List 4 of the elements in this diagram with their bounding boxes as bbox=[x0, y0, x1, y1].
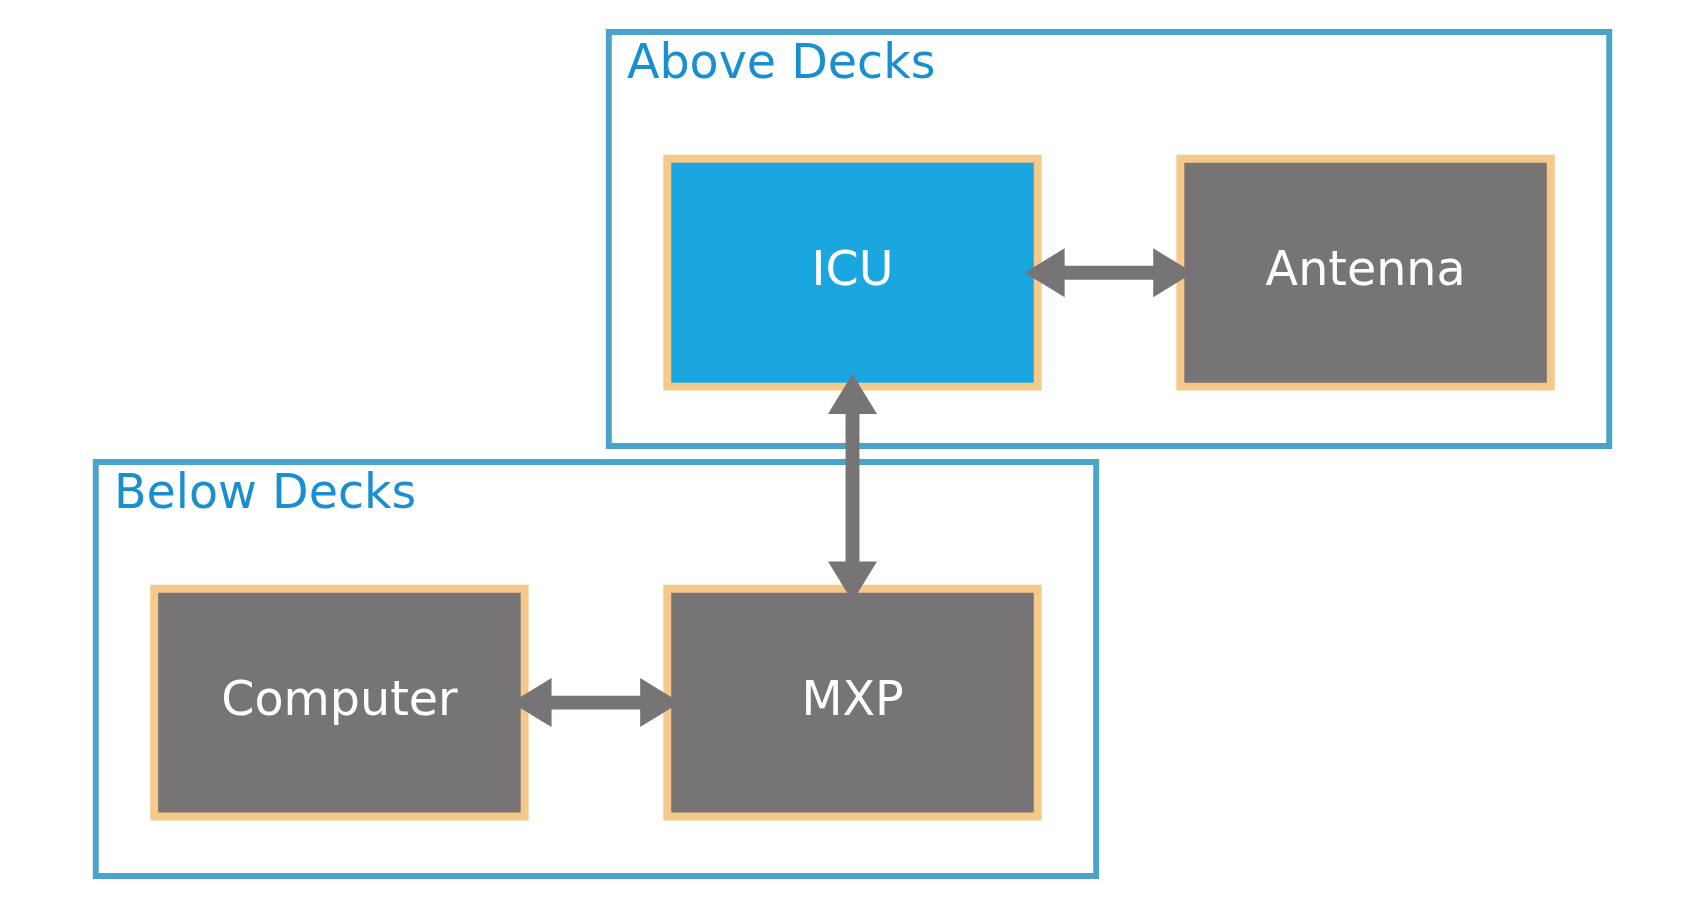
node-box: Computer bbox=[149, 584, 529, 821]
node-box: ICU bbox=[662, 154, 1042, 391]
node-box: MXP bbox=[662, 584, 1042, 821]
node-box: Antenna bbox=[1175, 154, 1555, 391]
